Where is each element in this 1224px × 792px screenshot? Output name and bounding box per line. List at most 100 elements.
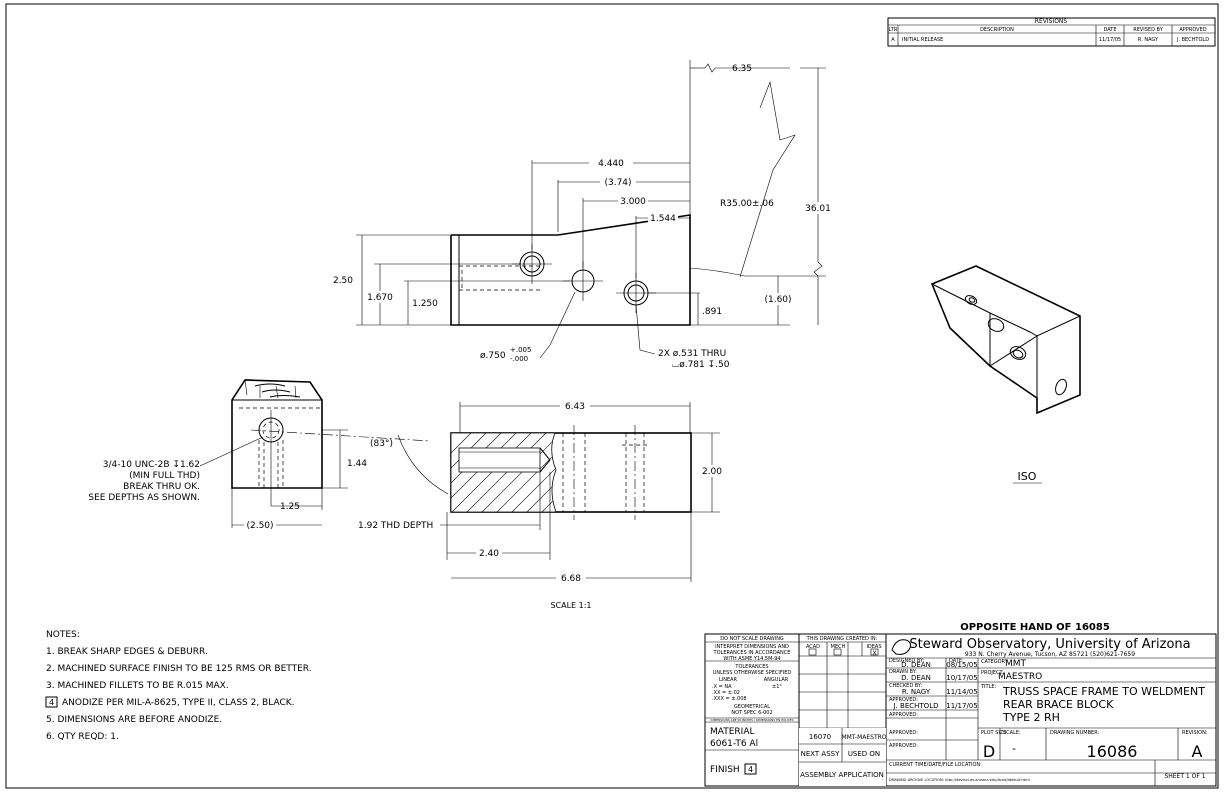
callout-tol-plus: +.005 (510, 346, 531, 354)
svg-text:ANGULAR: ANGULAR (764, 677, 789, 683)
rev-header-date: DATE (1103, 27, 1116, 33)
iso-hole-2 (987, 318, 1005, 332)
thread-callout-1: 3/4-10 UNC-2B ↧1.62 (103, 460, 200, 470)
dim-192-thd-depth: 1.92 THD DEPTH (358, 521, 433, 531)
svg-text:CURRENT TIME/DATE/FILE LOCATIO: CURRENT TIME/DATE/FILE LOCATION: (889, 762, 982, 768)
dim-668: 6.68 (561, 574, 581, 584)
svg-text:GEOMETRICAL: GEOMETRICAL (734, 704, 770, 710)
tb-mech-box (833, 648, 842, 656)
svg-text:CATEGORY:: CATEGORY: (981, 659, 1009, 665)
dim-160: (1.60) (764, 295, 791, 305)
tb-tolerances: TOLERANCES (734, 664, 768, 670)
rev-row-approved: J. BECHTOLD (1176, 37, 1209, 43)
iso-hole-1 (964, 295, 978, 305)
rev-row-revised-by: R. NAGY (1138, 37, 1159, 43)
tb-revision: A (1192, 742, 1203, 761)
dim-4440: 4.440 (598, 159, 624, 169)
tb-material: 6061-T6 Al (710, 739, 758, 749)
callout-cbore-781: ⌴ø.781 ↧.50 (672, 360, 730, 370)
callout-holes-531: 2X ø.531 THRU (658, 349, 726, 359)
svg-text:INTERPRET DIMENSIONS AND: INTERPRET DIMENSIONS AND (715, 644, 789, 650)
note-4-flag (45, 696, 58, 708)
tb-created-in: THIS DRAWING CREATED IN: (806, 636, 878, 642)
dim-240: 2.40 (479, 549, 499, 559)
svg-text:DRAWN BY:: DRAWN BY: (889, 669, 917, 675)
steward-logo-icon (891, 639, 911, 655)
svg-text:.XX = ±.02: .XX = ±.02 (712, 690, 740, 696)
tb-mech: MECH (831, 644, 846, 650)
tb-drawing-number: 16086 (1087, 742, 1138, 761)
tb-used-on: USED ON (848, 750, 880, 758)
revisions-title: REVISIONS (1035, 18, 1068, 25)
section-view: 6.43 2.00 (83°) 1.92 THD DEPTH 2.40 6.68 (358, 400, 726, 584)
svg-text:CHECKED BY:: CHECKED BY: (889, 683, 922, 689)
scale-label: SCALE 1:1 (550, 601, 591, 610)
dim-374: (3.74) (604, 178, 631, 188)
note-5: 5. DIMENSIONS ARE BEFORE ANODIZE. (46, 715, 222, 725)
callout-hole-750: ø.750 (480, 351, 506, 361)
svg-text:TOLERANCES IN ACCORDANCE: TOLERANCES IN ACCORDANCE (713, 650, 791, 656)
rev-header-approved: APPROVED (1179, 27, 1206, 33)
tb-ideas: IDEAS (866, 644, 881, 650)
tb-project: MAESTRO (998, 672, 1042, 682)
rev-row-ltr: A (891, 37, 895, 43)
tb-used-on-val: MMT-MAESTRO (841, 734, 886, 741)
rev-header-description: DESCRIPTION (980, 27, 1014, 33)
tb-title-2: REAR BRACE BLOCK (1003, 698, 1114, 711)
svg-text:APPROVED:: APPROVED: (889, 712, 918, 718)
note-4: ANODIZE PER MIL-A-8625, TYPE II, CLASS 2… (62, 698, 295, 708)
svg-text:UNLESS OTHERWISE SPECIFIED: UNLESS OTHERWISE SPECIFIED (713, 670, 792, 676)
dim-1544: 1.544 (650, 214, 676, 224)
dim-250: 2.50 (333, 276, 353, 286)
opposite-hand-note: OPPOSITE HAND OF 16085 (960, 622, 1110, 633)
dim-635: 6.35 (732, 64, 752, 74)
dim-1250: 1.250 (412, 299, 438, 309)
tb-sheet: SHEET 1 OF 1 (1164, 773, 1205, 780)
tb-finish-label: FINISH (710, 765, 740, 775)
note-3: 3. MACHINED FILLETS TO BE R.015 MAX. (46, 681, 229, 691)
rev-header-ltr: LTR (889, 27, 898, 33)
svg-text:PLOT SIZE: PLOT SIZE (981, 730, 1006, 736)
dim-643: 6.43 (565, 402, 585, 412)
thread-callout-4: SEE DEPTHS AS SHOWN. (88, 493, 200, 503)
tb-no-scale: DO NOT SCALE DRAWING (720, 636, 784, 642)
svg-text:APPROVED:: APPROVED: (889, 730, 918, 736)
tb-ideas-box (870, 648, 879, 656)
tb-title-1: TRUSS SPACE FRAME TO WELDMENT (1002, 685, 1205, 698)
dim-83-deg: (83°) (370, 439, 393, 449)
iso-label: ISO (1018, 470, 1037, 483)
svg-text:PROJECT:: PROJECT: (981, 670, 1004, 676)
svg-text:WITH ASME Y14.5M-94: WITH ASME Y14.5M-94 (723, 656, 780, 662)
front-view: 4.440 (3.74) 3.000 1.544 6.35 R35.00±.06… (330, 60, 832, 370)
rev-header-revised-by: REVISED BY (1133, 27, 1163, 33)
notes-title: NOTES: (46, 630, 80, 640)
tb-next-assy: NEXT ASSY (801, 750, 841, 758)
svg-text:LINEAR: LINEAR (719, 677, 738, 683)
svg-text:.X = NA: .X = NA (712, 684, 732, 690)
svg-text:.XXX = ±.008: .XXX = ±.008 (712, 696, 747, 702)
tb-finish-flag (744, 763, 757, 775)
tb-checked-date: 11/14/05 (946, 688, 977, 696)
title-block: DO NOT SCALE DRAWING INTERPRET DIMENSION… (704, 633, 1217, 787)
svg-text:DIMENSIONS ARE IN INCHES / DIM: DIMENSIONS ARE IN INCHES / DIMENSIONS EN… (711, 718, 794, 722)
dim-1670: 1.670 (367, 293, 393, 303)
svg-text:SCALE:: SCALE: (1003, 730, 1021, 736)
svg-text:DATE:: DATE: (949, 658, 964, 664)
tb-approved-by: J. BECHTOLD (893, 702, 939, 710)
iso-end-hole (1055, 378, 1067, 396)
tb-approved-date: 11/17/05 (946, 702, 977, 710)
svg-text:DESIGNED BY:: DESIGNED BY: (889, 658, 924, 664)
svg-text:APPROVED:: APPROVED: (889, 743, 918, 749)
svg-text:DRAWING NUMBER:: DRAWING NUMBER: (1050, 730, 1100, 736)
thread-callout-3: BREAK THRU OK. (123, 482, 200, 492)
thread-callout-2: (MIN FULL THD) (129, 471, 200, 481)
tb-next-assy-val: 16070 (809, 733, 831, 741)
svg-text:4: 4 (748, 765, 753, 774)
dim-3000: 3.000 (620, 197, 646, 207)
callout-tol-minus: -.000 (510, 355, 528, 363)
svg-text:±1°: ±1° (772, 684, 782, 690)
svg-text:REVISION:: REVISION: (1182, 730, 1208, 736)
svg-text:X: X (872, 650, 876, 657)
note-6: 6. QTY REQD: 1. (46, 732, 119, 742)
